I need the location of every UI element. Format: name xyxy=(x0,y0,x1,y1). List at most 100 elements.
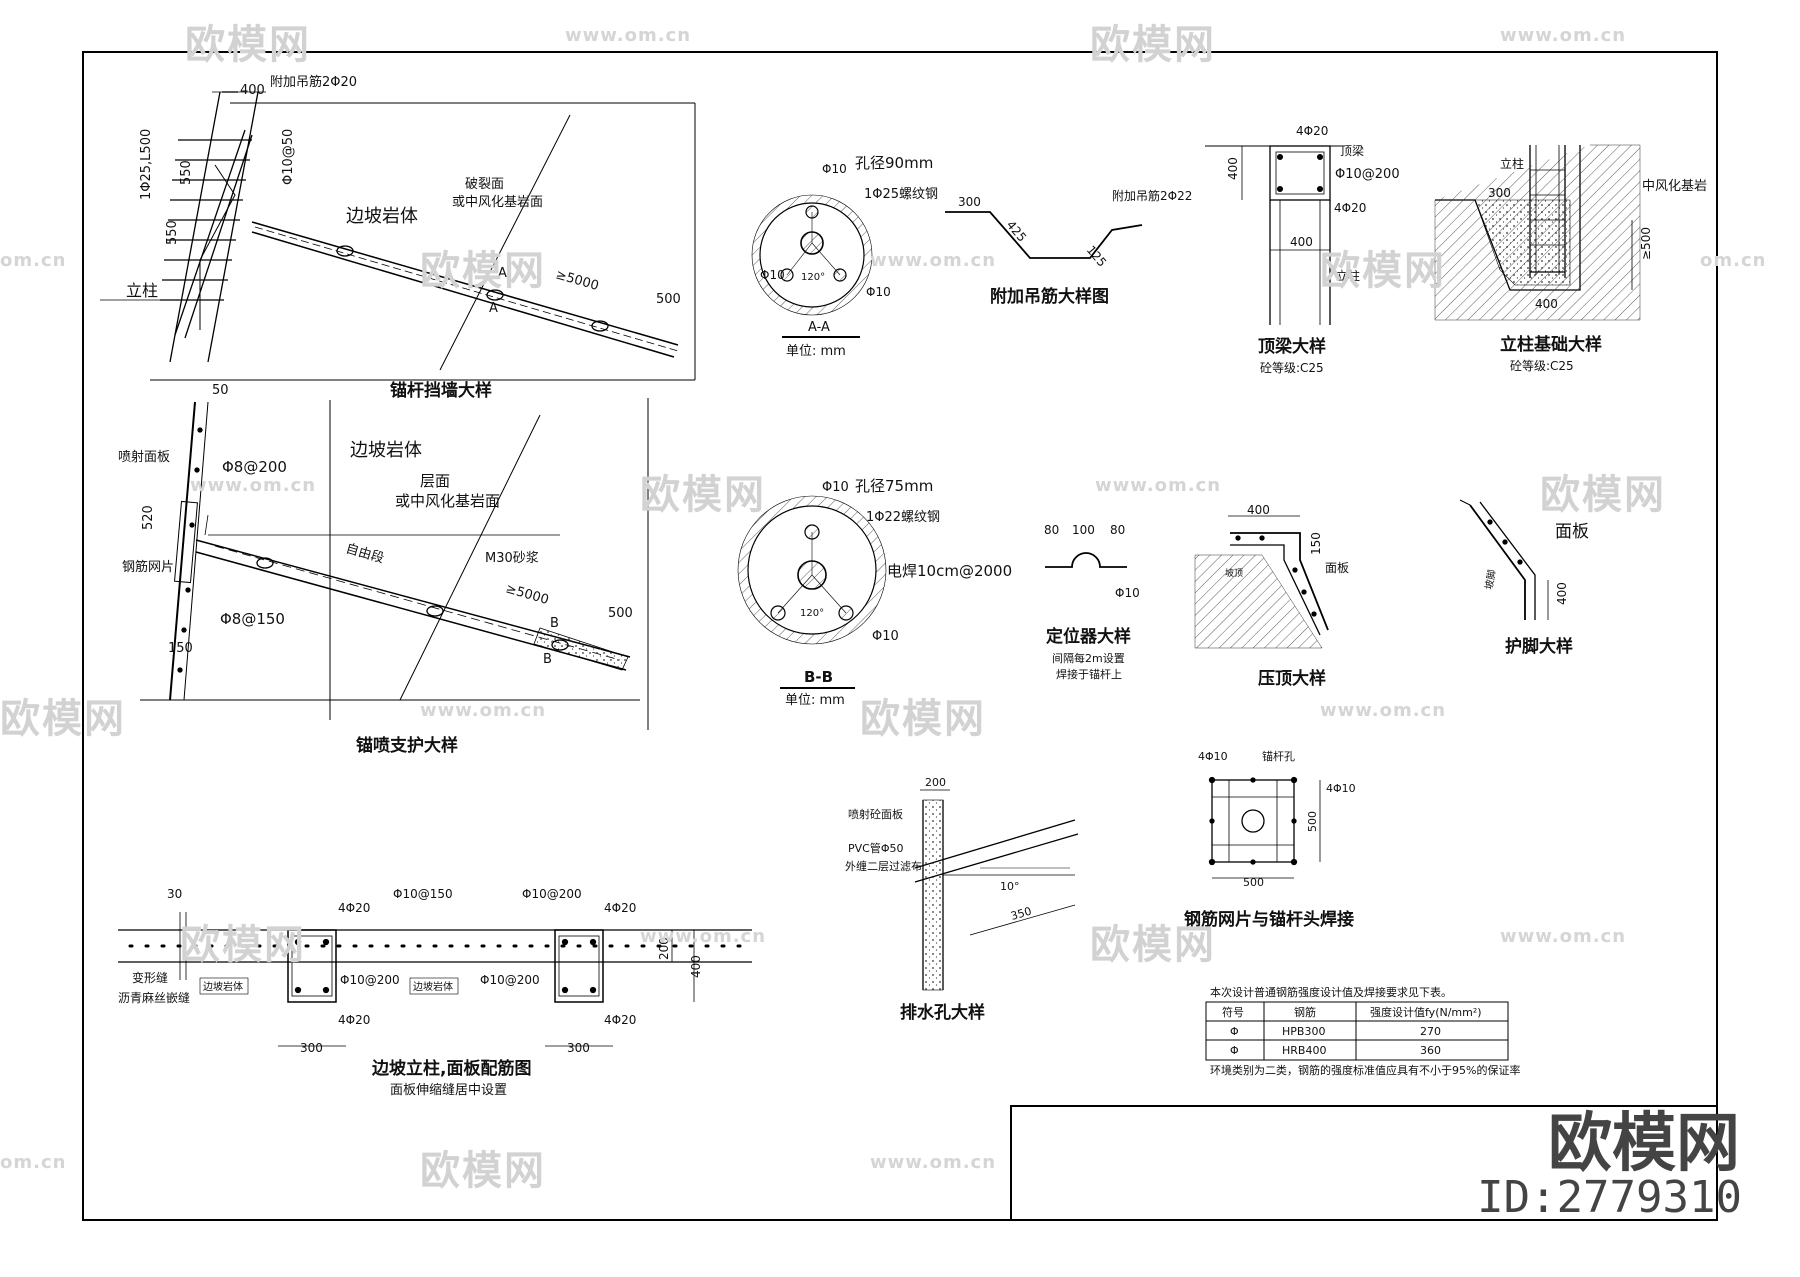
watermark-brand: 欧模网 xyxy=(420,1148,546,1194)
section-aa-title: A-A xyxy=(808,320,830,335)
slope-top-label: 坡顶 xyxy=(1225,567,1243,579)
hole-diameter: 孔径75mm xyxy=(855,477,933,495)
column-panel-subtitle: 面板伸缩缝居中设置 xyxy=(390,1082,507,1098)
watermark-url-short: om.cn xyxy=(0,250,67,271)
dim-500: ≥500 xyxy=(1639,227,1653,260)
watermark-url: www.om.cn xyxy=(1320,700,1447,721)
rebar-top: 4Φ10 xyxy=(1198,750,1228,763)
section-mark-a-top: A xyxy=(498,266,507,281)
steel-table-text: 本次设计普通钢筋强度设计值及焊接要求见下表。 符号 钢筋 强度设计值fy(N/m… xyxy=(1210,985,1520,1077)
watermark-brand: 欧模网 xyxy=(860,696,986,742)
dim-500-h: 500 xyxy=(1243,876,1264,889)
row2-strength: 360 xyxy=(1420,1044,1441,1057)
dim-400-h: 400 xyxy=(1290,235,1313,249)
rock-body-label: 边坡岩体 xyxy=(350,440,422,461)
watermark-url: www.om.cn xyxy=(1095,475,1222,496)
column-foundation-detail xyxy=(1434,144,1641,321)
stirrup-label: Φ10@50 xyxy=(281,129,296,185)
extra-bar-labels: 300 425 125 附加吊筋2Φ22 附加吊筋大样图 xyxy=(958,188,1192,307)
row1-strength: 270 xyxy=(1420,1025,1441,1038)
free-segment-label: 自由段 xyxy=(344,541,386,566)
title-block xyxy=(1010,1105,1718,1221)
extra-bar-title: 附加吊筋大样图 xyxy=(990,286,1109,307)
header-strength: 强度设计值fy(N/mm²) xyxy=(1370,1005,1482,1019)
drain-labels: 200 喷射砼面板 PVC管Φ50 外缠二层过滤布 10° 350 排水孔大样 xyxy=(845,776,1033,1023)
top-press-labels: 400 150 面板 坡顶 压顶大样 xyxy=(1225,503,1349,689)
dim-200: 200 xyxy=(925,776,946,789)
anchor-wall-labels: 400 附加吊筋2Φ20 1Φ25,L500 Φ10@50 550 550 边坡… xyxy=(126,74,681,401)
dim-125: 125 xyxy=(1084,243,1109,270)
top-beam-title: 顶梁大样 xyxy=(1258,336,1326,357)
column-foundation-title: 立柱基础大样 xyxy=(1500,334,1602,355)
anchor-spray-labels: 50 喷射面板 Φ8@200 边坡岩体 层面 或中风化基岩面 520 自由段 M… xyxy=(118,383,633,756)
anchor-wall-detail xyxy=(100,91,696,381)
watermark-id: ID:2779310 xyxy=(1477,1172,1742,1223)
dim-300: 300 xyxy=(958,195,981,209)
dim-500: 500 xyxy=(608,606,633,621)
watermark-brand: 欧模网 xyxy=(640,472,766,518)
locator-detail xyxy=(1045,552,1127,568)
rebar-4-20-top-right: 4Φ20 xyxy=(604,901,636,915)
watermark-url-short: om.cn xyxy=(0,1152,67,1173)
dim-300-right: 300 xyxy=(567,1041,590,1055)
dim-150: 150 xyxy=(1309,532,1323,555)
anchor-hole: 锚杆孔 xyxy=(1262,749,1295,763)
rebar-10-200-c: Φ10@200 xyxy=(340,973,400,987)
toe-labels: 面板 坡脚 400 护脚大样 xyxy=(1482,522,1589,657)
top-beam-labels: 4Φ20 顶梁 Φ10@200 4Φ20 400 400 立柱 顶梁大样 砼等级… xyxy=(1226,124,1400,375)
mesh-weld-title: 钢筋网片与锚杆头焊接 xyxy=(1184,909,1354,930)
row1-symbol: Φ xyxy=(1230,1025,1239,1038)
phi10-right: Φ10 xyxy=(872,629,899,644)
length-label: ≥5000 xyxy=(554,267,600,294)
column-foundation-grade: 砼等级:C25 xyxy=(1510,359,1574,373)
watermark-brand: 欧模网 xyxy=(185,22,311,68)
steel-table xyxy=(1205,1001,1509,1061)
dim-500-v: 500 xyxy=(1306,811,1319,832)
dim-30: 30 xyxy=(167,887,182,901)
mesh-weld-labels: 4Φ10 锚杆孔 4Φ10 500 500 钢筋网片与锚杆头焊接 xyxy=(1184,749,1356,930)
row2-rebar: HRB400 xyxy=(1282,1044,1326,1057)
watermark-url: www.om.cn xyxy=(565,25,692,46)
dim-550-upper: 550 xyxy=(179,160,194,185)
row2-symbol: Φ xyxy=(1230,1044,1239,1057)
dim-80-left: 80 xyxy=(1044,523,1059,537)
section-mark-a-bottom: A xyxy=(489,301,498,316)
section-mark-b-bottom: B xyxy=(543,652,552,667)
dim-400-v: 400 xyxy=(1226,157,1240,180)
phi10-top: Φ10 xyxy=(822,480,849,495)
watermark-url-short: om.cn xyxy=(1700,250,1767,271)
watermark-url: www.om.cn xyxy=(420,700,547,721)
watermark-url: www.om.cn xyxy=(640,926,767,947)
section-aa xyxy=(751,194,873,338)
watermark-url: www.om.cn xyxy=(1500,25,1627,46)
layer-label-2: 或中风化基岩面 xyxy=(395,492,500,510)
deformation-joint: 变形缝 xyxy=(132,970,168,985)
dim-200: 200 xyxy=(657,937,671,960)
header-rebar: 钢筋 xyxy=(1294,1005,1316,1019)
extra-rebar-label: 附加吊筋2Φ20 xyxy=(270,74,357,90)
section-bb-title: B-B xyxy=(804,668,833,686)
spray-panel-label: 喷射砼面板 xyxy=(848,807,903,821)
rebar-10-200-d: Φ10@200 xyxy=(480,973,540,987)
rebar-label: 1Φ25螺纹钢 xyxy=(864,187,938,202)
dim-80-right: 80 xyxy=(1110,523,1125,537)
watermark-brand: 欧模网 xyxy=(180,922,306,968)
section-aa-labels: Φ10 孔径90mm 1Φ25螺纹钢 Φ10 Φ10 120° A-A 单位: … xyxy=(760,154,938,359)
row1-rebar: HPB300 xyxy=(1282,1025,1325,1038)
weld-label: 电焊10cm@2000 xyxy=(887,562,1012,580)
top-rebar: 4Φ20 xyxy=(1296,124,1328,138)
top-press-title: 压顶大样 xyxy=(1258,668,1326,689)
fracture-label-1: 破裂面 xyxy=(465,177,504,192)
watermark-brand: 欧模网 xyxy=(420,248,546,294)
top-beam-grade: 砼等级:C25 xyxy=(1260,361,1324,375)
section-bb-labels: Φ10 孔径75mm 1Φ22螺纹钢 电焊10cm@2000 120° Φ10 … xyxy=(785,477,1012,708)
rock-body-label: 边坡岩体 xyxy=(346,206,418,227)
watermark-brand: 欧模网 xyxy=(1540,472,1666,518)
dim-400: 400 xyxy=(689,955,703,978)
rebar-label: 1Φ22螺纹钢 xyxy=(866,510,940,525)
rebar-10-150: Φ10@150 xyxy=(393,887,453,901)
dim-400: 400 xyxy=(1247,503,1270,517)
section-mark-b-top: B xyxy=(550,616,559,631)
